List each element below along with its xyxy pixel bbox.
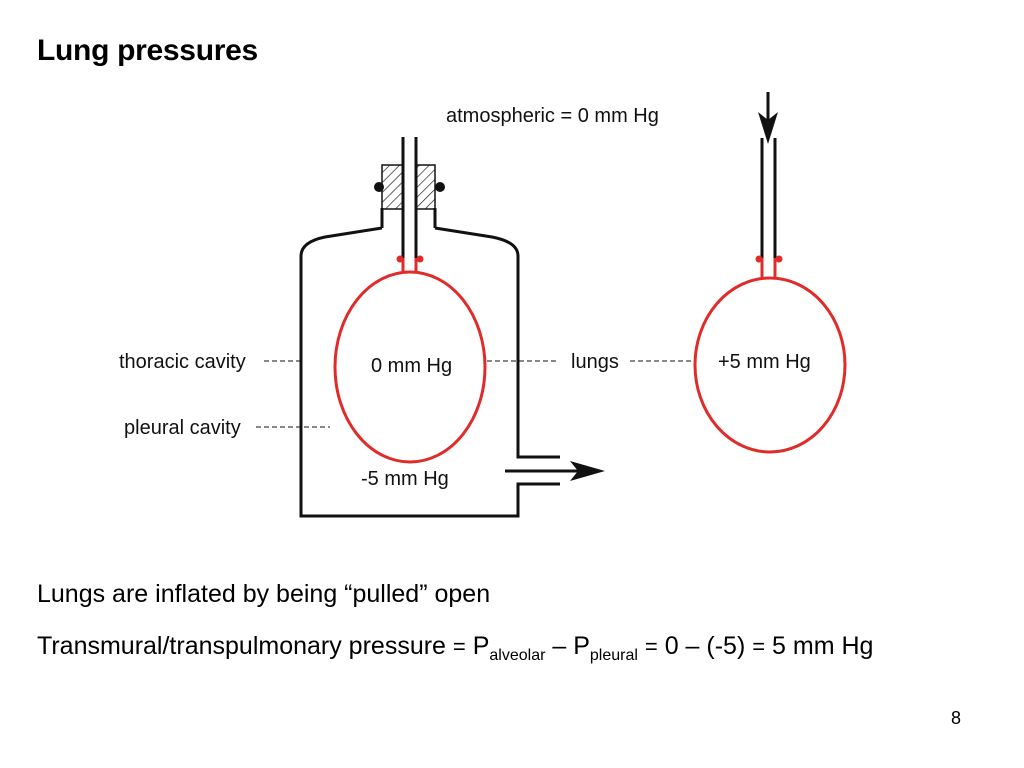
slide-number: 8 (951, 708, 962, 728)
clamp-left (374, 182, 384, 192)
equals-sign: = (644, 634, 658, 659)
free-lung-tie-left (755, 255, 763, 263)
equals-sign: = (452, 634, 466, 659)
thoracic-cavity-label: thoracic cavity (119, 351, 246, 373)
lung-pressure-diagram: atmospheric = 0 mm Hg thoracic cavity pl… (119, 92, 847, 518)
thoracic-jar-outline (299, 208, 560, 518)
equation-result: 5 mm Hg (765, 632, 874, 660)
lung-inside-pressure: 0 mm Hg (371, 355, 452, 377)
lungs-label: lungs (571, 351, 619, 373)
space (638, 632, 645, 660)
pleural-subscript: pleural (589, 647, 638, 664)
inflow-arrow-icon (758, 112, 778, 144)
equation-middle: 0 – (-5) (657, 632, 753, 660)
pleural-cavity-label: pleural cavity (124, 417, 241, 439)
free-lung (693, 276, 847, 454)
lung-tie-left (396, 255, 404, 263)
clamp-right (435, 182, 445, 192)
lung-tie-right (416, 255, 424, 263)
body-text-inflation: Lungs are inflated by being “pulled” ope… (37, 580, 491, 608)
lung-in-jar (333, 270, 487, 464)
p-alveolar-symbol: P (465, 632, 490, 660)
slide-title: Lung pressures (37, 34, 258, 67)
free-lung-tie-right (775, 255, 783, 263)
atmospheric-label: atmospheric = 0 mm Hg (446, 105, 659, 127)
stopper-left (381, 164, 404, 210)
free-lung-neck (760, 258, 777, 278)
alveolar-subscript: alveolar (489, 647, 546, 664)
equation-prefix: Transmural/transpulmonary pressure (37, 632, 453, 660)
outlet-arrow-icon (570, 461, 605, 481)
pressure-equation: Transmural/transpulmonary pressure = Pal… (37, 632, 873, 665)
free-lung-pressure: +5 mm Hg (718, 351, 811, 373)
stopper-right (415, 164, 436, 210)
equals-sign: = (752, 634, 766, 659)
p-pleural-symbol: – P (545, 632, 590, 660)
pleural-pressure: -5 mm Hg (361, 468, 449, 490)
